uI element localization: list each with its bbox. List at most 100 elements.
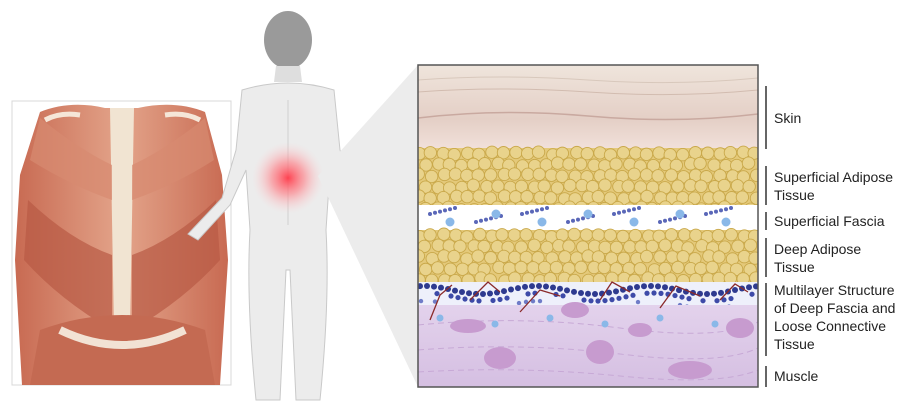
deep-fascia-dot: [522, 284, 528, 290]
fat-cell: [749, 252, 761, 264]
fat-cell: [742, 157, 754, 169]
fascia-fiber-dot: [637, 206, 641, 210]
muscle-layer: [418, 302, 758, 387]
deep-fascia-dot: [448, 293, 453, 298]
deep-fascia-dot: [592, 291, 598, 297]
fat-cell: [532, 146, 544, 158]
fascia-fiber-dot: [576, 218, 580, 222]
fat-cell: [528, 239, 540, 251]
fascia-fiber-dot: [474, 220, 478, 224]
deep-fascia-dot: [641, 283, 647, 289]
fat-cell: [462, 147, 474, 159]
fascia-fiber-dot: [673, 216, 677, 220]
deep-fascia-dot: [571, 289, 577, 295]
fat-cell: [592, 190, 604, 202]
fat-cell: [522, 168, 534, 180]
fat-cell: [479, 158, 491, 170]
fat-cell: [695, 262, 707, 274]
fat-cell: [474, 228, 486, 240]
label-deep-fascia: Multilayer Structure of Deep Fascia and …: [774, 282, 899, 352]
fat-cell: [604, 229, 616, 241]
deep-fascia-dot: [700, 298, 705, 303]
deep-fascia-dot: [648, 283, 654, 289]
fat-cell: [629, 229, 641, 241]
fat-cell: [424, 147, 436, 159]
fat-cell: [551, 157, 563, 169]
fat-cell: [498, 190, 510, 202]
fascia-fiber-dot: [438, 210, 442, 214]
deep-fascia-dot: [644, 291, 649, 296]
fascia-fiber-dot: [428, 212, 432, 216]
deep-fascia-dot: [564, 287, 570, 293]
fascia-vesicle: [722, 218, 731, 227]
tissue-cross-section: [412, 65, 763, 387]
fat-cell: [539, 261, 551, 273]
fat-cell: [665, 169, 677, 181]
fat-cell: [574, 158, 586, 170]
fat-cell: [461, 190, 473, 202]
fat-cell: [449, 168, 461, 180]
deep-fascia-dot: [686, 296, 691, 301]
deep-fascia-dot: [658, 291, 663, 296]
back-muscles-illustration: [12, 101, 231, 385]
fat-cell: [750, 192, 762, 204]
deep-fascia-dot: [609, 297, 614, 302]
fascia-fiber-dot: [525, 211, 529, 215]
fat-cell: [622, 180, 634, 192]
deep-fascia-dot: [508, 287, 514, 293]
fat-cell: [598, 261, 610, 273]
fascia-fiber-dot: [581, 216, 585, 220]
fascia-fiber-dot: [520, 212, 524, 216]
fat-cell: [653, 147, 665, 159]
fascia-fiber-dot: [433, 211, 437, 215]
fascia-fiber-dot: [484, 218, 488, 222]
fat-cell: [520, 229, 532, 241]
fascia-fiber-dot: [479, 219, 483, 223]
fascia-fiber-dot: [658, 220, 662, 224]
fascia-fiber-dot: [709, 211, 713, 215]
deep-fascia-dot: [634, 284, 640, 290]
fat-cell: [438, 228, 450, 240]
deep-fascia-dot: [602, 298, 607, 303]
deep-fascia-dot: [560, 293, 565, 298]
fat-cell: [484, 169, 496, 181]
fat-cell: [550, 261, 562, 273]
deep-fascia-dot: [480, 291, 486, 297]
deep-fascia-dot: [749, 292, 754, 297]
fascia-vesicle: [676, 210, 685, 219]
fat-cell: [702, 147, 714, 159]
fascia-vesicle: [712, 321, 719, 328]
deep-fascia-dot: [476, 298, 481, 303]
deep-fascia-dot: [525, 291, 530, 296]
lower-back-pain-marker: [252, 142, 324, 214]
fat-cell: [652, 170, 664, 182]
fat-cell: [515, 261, 527, 273]
deep-fascia-dot: [536, 283, 542, 289]
fat-cell: [559, 251, 571, 263]
fascia-fiber-dot: [443, 208, 447, 212]
fat-cell: [527, 262, 539, 274]
fascia-fiber-dot: [617, 211, 621, 215]
fascia-vesicle: [630, 218, 639, 227]
fat-cell: [659, 239, 671, 251]
fat-cell: [640, 250, 652, 262]
fascia-fiber-dot: [714, 210, 718, 214]
fat-cell: [640, 169, 652, 181]
deep-fascia-dot: [616, 296, 621, 301]
deep-fascia-dot: [452, 288, 458, 294]
fat-cell: [467, 179, 479, 191]
fat-cell: [575, 261, 587, 273]
fat-cell: [628, 168, 640, 180]
fat-cell: [521, 190, 533, 202]
fat-cell: [706, 261, 718, 273]
label-muscle: Muscle: [774, 368, 819, 384]
fat-cell: [498, 250, 510, 262]
deep-fascia-dot: [434, 291, 439, 296]
deep-fascia-dot: [419, 299, 423, 303]
fat-cell: [610, 158, 622, 170]
deep-fascia-dot: [679, 294, 684, 299]
fat-cell: [508, 229, 520, 241]
fat-cell: [580, 229, 592, 241]
deep-adipose-layer: [412, 228, 762, 287]
